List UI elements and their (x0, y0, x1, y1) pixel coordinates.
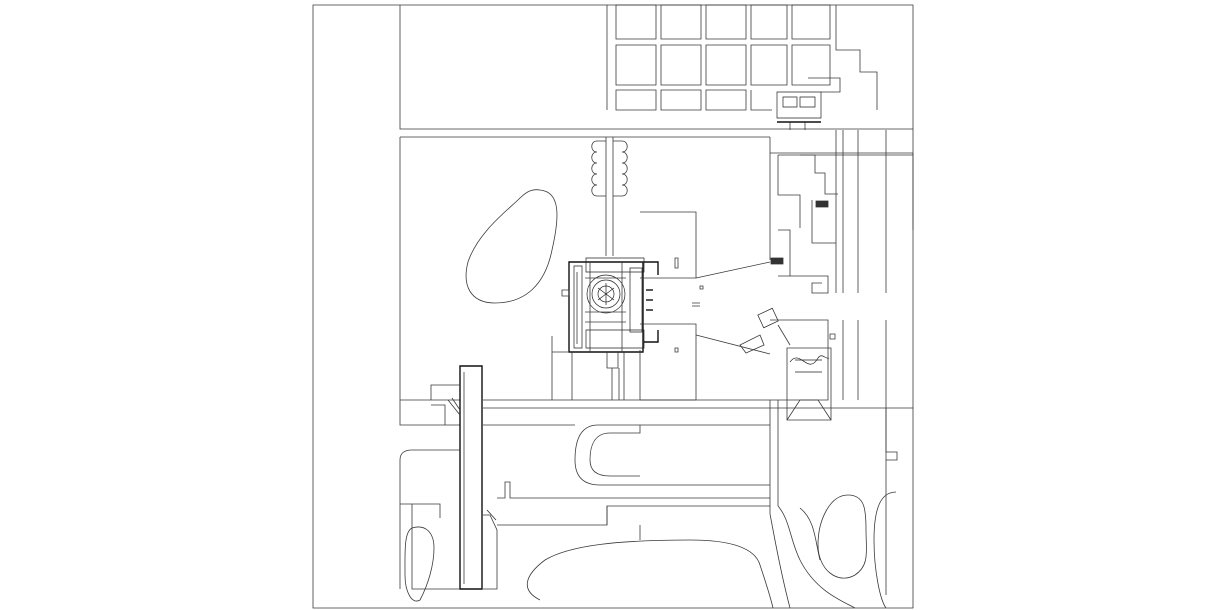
forecourt-lines (696, 262, 770, 354)
long-slab-building (431, 366, 497, 589)
south-lake (527, 540, 773, 608)
curved-drive (575, 425, 770, 485)
north-parcel-edge (607, 5, 877, 110)
west-lake (466, 190, 557, 303)
south-cross-road (497, 482, 770, 525)
east-gate-marker-a (816, 201, 828, 207)
south-east-paths (770, 506, 855, 608)
forecourt-post (700, 286, 703, 289)
road-east-vertical (770, 130, 913, 293)
main-building-south-annex (552, 336, 624, 400)
southeast-pond (818, 495, 866, 578)
central-parcel (400, 137, 770, 400)
east-service-structures (740, 308, 897, 460)
formal-garden-axis (592, 137, 628, 256)
north-parcel (400, 5, 913, 129)
east-gate-marker-b (771, 258, 783, 264)
south-connector (607, 506, 640, 540)
southeast-loop (874, 492, 896, 608)
north-east-wing (640, 212, 696, 278)
north-wing-detail (675, 258, 678, 268)
southwest-parcel (400, 450, 460, 589)
north-plot-grid (616, 5, 830, 110)
northeast-gate-building (777, 78, 840, 130)
southwest-pond (405, 527, 434, 601)
forecourt-mark (692, 303, 700, 306)
road-junction (770, 400, 886, 595)
south-east-wing (640, 324, 696, 400)
site-boundary (313, 5, 913, 608)
road-south (400, 400, 913, 425)
main-building-complex (562, 258, 658, 352)
east-side-blocks (778, 155, 838, 293)
south-wing-detail (675, 348, 678, 352)
